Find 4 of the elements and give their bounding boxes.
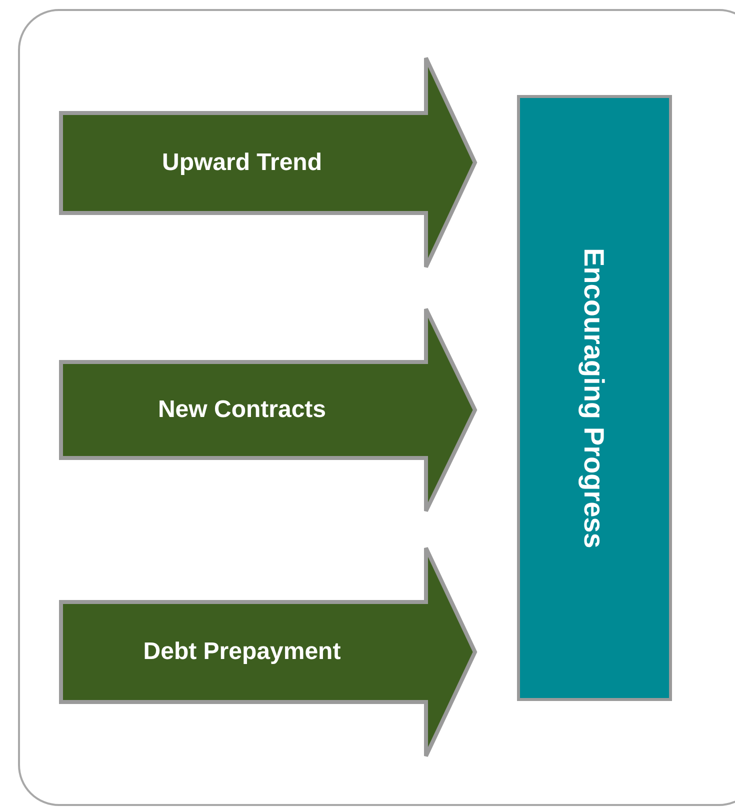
result-label: Encouraging Progress: [578, 246, 610, 550]
arrow-label: New Contracts: [156, 396, 328, 424]
arrow-label: Debt Prepayment: [142, 638, 342, 666]
arrow-label: Upward Trend: [160, 149, 324, 177]
